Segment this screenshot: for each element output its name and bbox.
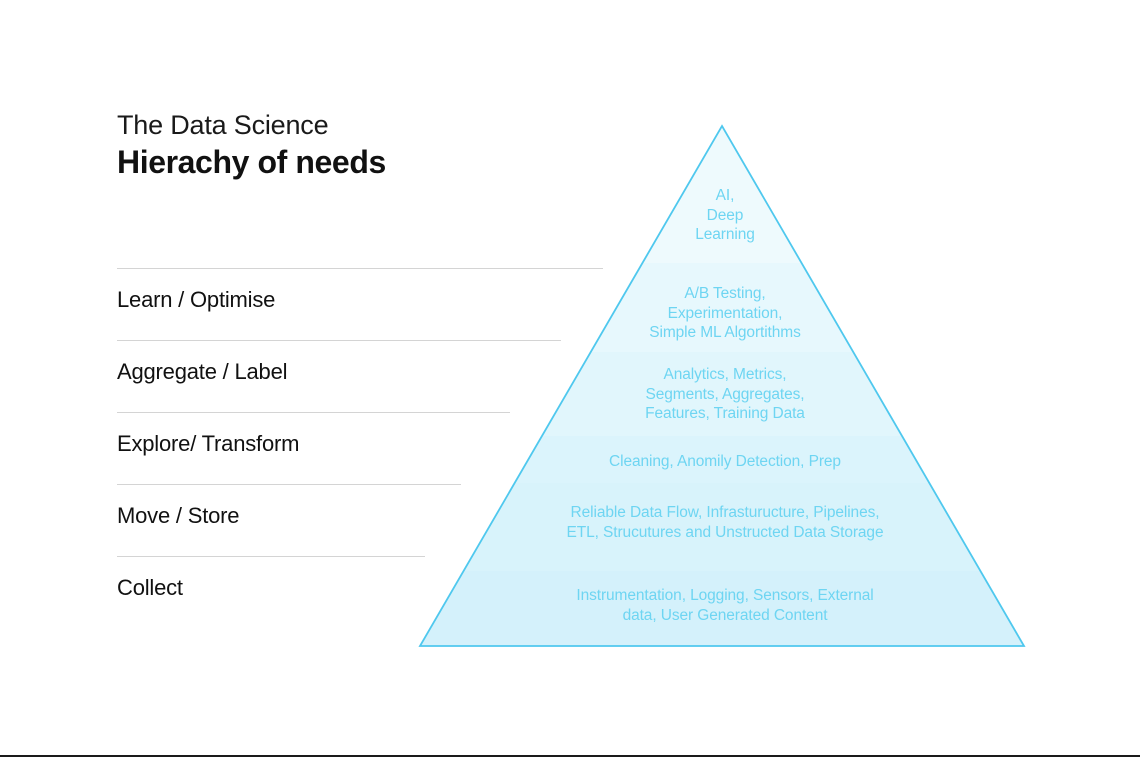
ladder-item-label: Collect bbox=[117, 575, 183, 600]
title-block: The Data Science Hierachy of needs bbox=[117, 108, 637, 182]
ladder-item-collect: Collect bbox=[117, 556, 637, 628]
footer-rule bbox=[0, 755, 1140, 757]
ladder-divider bbox=[117, 340, 561, 341]
pyramid-band-5 bbox=[420, 483, 1024, 571]
ladder-item-label: Explore/ Transform bbox=[117, 431, 300, 456]
pyramid-band-2 bbox=[420, 263, 1024, 352]
ladder-item-explore-transform: Explore/ Transform bbox=[117, 412, 637, 484]
ladder-divider bbox=[117, 268, 603, 269]
ladder-item-aggregate-label: Aggregate / Label bbox=[117, 340, 637, 412]
pyramid-band-1 bbox=[420, 126, 1024, 263]
title-subheading: The Data Science bbox=[117, 110, 329, 140]
pyramid-outline bbox=[418, 124, 1026, 647]
pyramid-band-4 bbox=[420, 436, 1024, 483]
ladder-divider bbox=[117, 484, 461, 485]
ladder-divider bbox=[117, 556, 425, 557]
pyramid-diagram: AI, Deep Learning A/B Testing, Experimen… bbox=[410, 118, 1035, 658]
ladder-item-label: Move / Store bbox=[117, 503, 240, 528]
page-title: Hierachy of needs bbox=[117, 144, 386, 180]
ladder-item-label: Learn / Optimise bbox=[117, 287, 276, 312]
pyramid-band-3 bbox=[420, 352, 1024, 436]
pyramid-band-6 bbox=[420, 571, 1024, 646]
pyramid-svg bbox=[418, 124, 1026, 647]
ladder-item-label: Aggregate / Label bbox=[117, 359, 288, 384]
ladder-item-move-store: Move / Store bbox=[117, 484, 637, 556]
ladder-divider bbox=[117, 412, 510, 413]
ladder-item-learn-optimise: Learn / Optimise bbox=[117, 268, 637, 340]
pyramid-bands bbox=[420, 126, 1024, 646]
stage-ladder: Learn / Optimise Aggregate / Label Explo… bbox=[117, 268, 637, 628]
